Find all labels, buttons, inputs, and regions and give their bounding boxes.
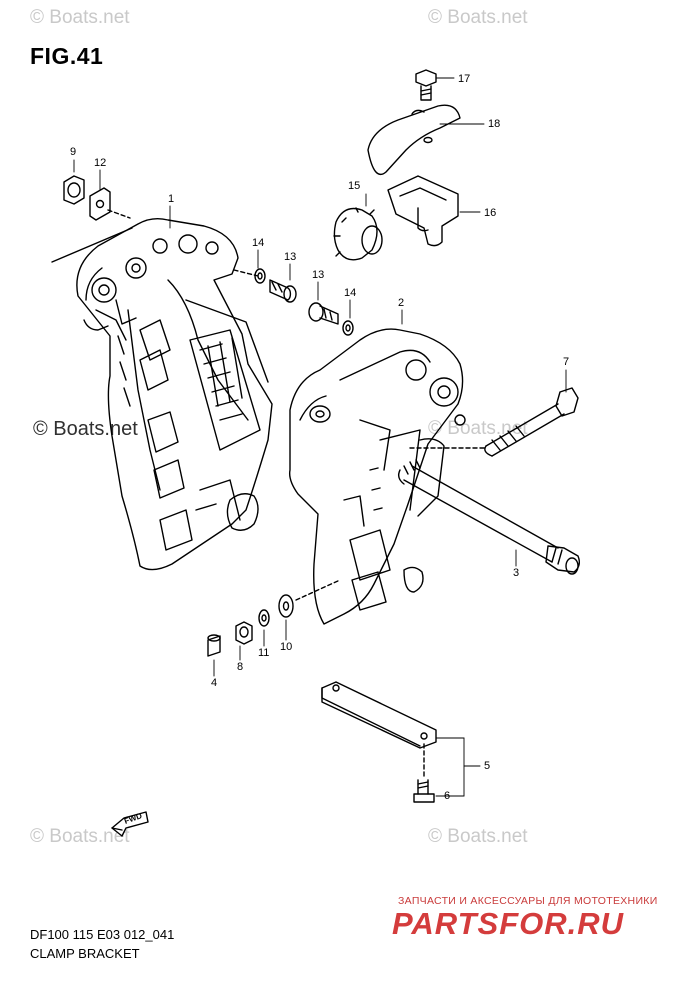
callout-4: 4 <box>211 677 218 689</box>
callout-5: 5 <box>484 760 491 772</box>
tilt-tube-3 <box>397 459 581 575</box>
callout-15: 15 <box>348 180 361 192</box>
callout-11: 11 <box>258 647 270 659</box>
washer-12 <box>89 187 111 221</box>
plate-5 <box>321 681 437 749</box>
callout-8: 8 <box>237 661 244 673</box>
callout-13: 13 <box>284 251 297 263</box>
fwd-arrow-icon <box>111 811 149 837</box>
watermark: © Boats.net <box>30 826 130 847</box>
callout-18: 18 <box>488 118 501 130</box>
callout-9: 9 <box>70 146 77 158</box>
washer-10 <box>278 594 294 618</box>
callout-17: 17 <box>458 73 471 85</box>
nut-9 <box>63 175 85 205</box>
grommet-15 <box>333 207 383 261</box>
washer-14-upper <box>254 268 266 284</box>
bushing-13-lower <box>308 302 339 325</box>
watermark: © Boats.net <box>30 7 130 28</box>
clip-16 <box>387 175 459 247</box>
figure-title: FIG.41 <box>30 43 104 69</box>
figure-caption: CLAMP BRACKET <box>30 946 140 961</box>
washer-11 <box>258 609 270 627</box>
callout-13: 13 <box>312 269 325 281</box>
watermark: © Boats.net <box>428 7 528 28</box>
washer-14-lower <box>342 320 354 336</box>
bolt-17 <box>415 69 437 101</box>
nut-8 <box>235 621 253 645</box>
callout-16: 16 <box>484 207 497 219</box>
callout-10: 10 <box>280 641 293 653</box>
clamp-bracket-1 <box>51 217 273 571</box>
watermark: © Boats.net <box>428 418 528 439</box>
callout-3: 3 <box>513 567 520 579</box>
ad-tagline: ЗАПЧАСТИ И АКСЕССУАРЫ ДЛЯ МОТОТЕХНИКИ <box>398 895 658 907</box>
callout-2: 2 <box>398 297 405 309</box>
clamp-bracket-2 <box>288 328 466 625</box>
callout-12: 12 <box>94 157 107 169</box>
callout-14: 14 <box>344 287 357 299</box>
bushing-13-upper <box>269 279 297 303</box>
figure-code: DF100 115 E03 012_041 <box>30 927 175 942</box>
ad-brand-logo: PARTSFOR.RU <box>392 906 625 941</box>
cover-18 <box>367 104 461 176</box>
collar-4 <box>207 634 221 657</box>
watermark: © Boats.net <box>428 826 528 847</box>
callout-7: 7 <box>563 356 570 368</box>
bolt-6 <box>413 779 435 803</box>
callout-14: 14 <box>252 237 265 249</box>
callout-6: 6 <box>444 790 451 802</box>
bolt-7 <box>484 387 579 457</box>
callout-1: 1 <box>168 193 175 205</box>
